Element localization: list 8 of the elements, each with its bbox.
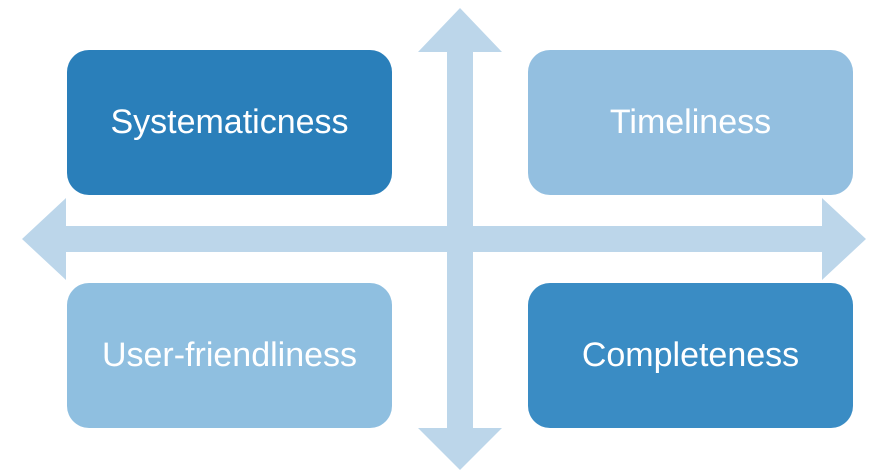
quadrant-box (528, 50, 853, 195)
quadrant-label: Systematicness (110, 103, 349, 142)
quadrant-label: User-friendliness (102, 336, 358, 375)
quadrant-label: Timeliness (610, 103, 772, 142)
quadrant-box (67, 283, 392, 428)
quadrant-box (67, 50, 392, 195)
quadrant-label: Completeness (582, 336, 800, 375)
quadrant-box (528, 283, 853, 428)
